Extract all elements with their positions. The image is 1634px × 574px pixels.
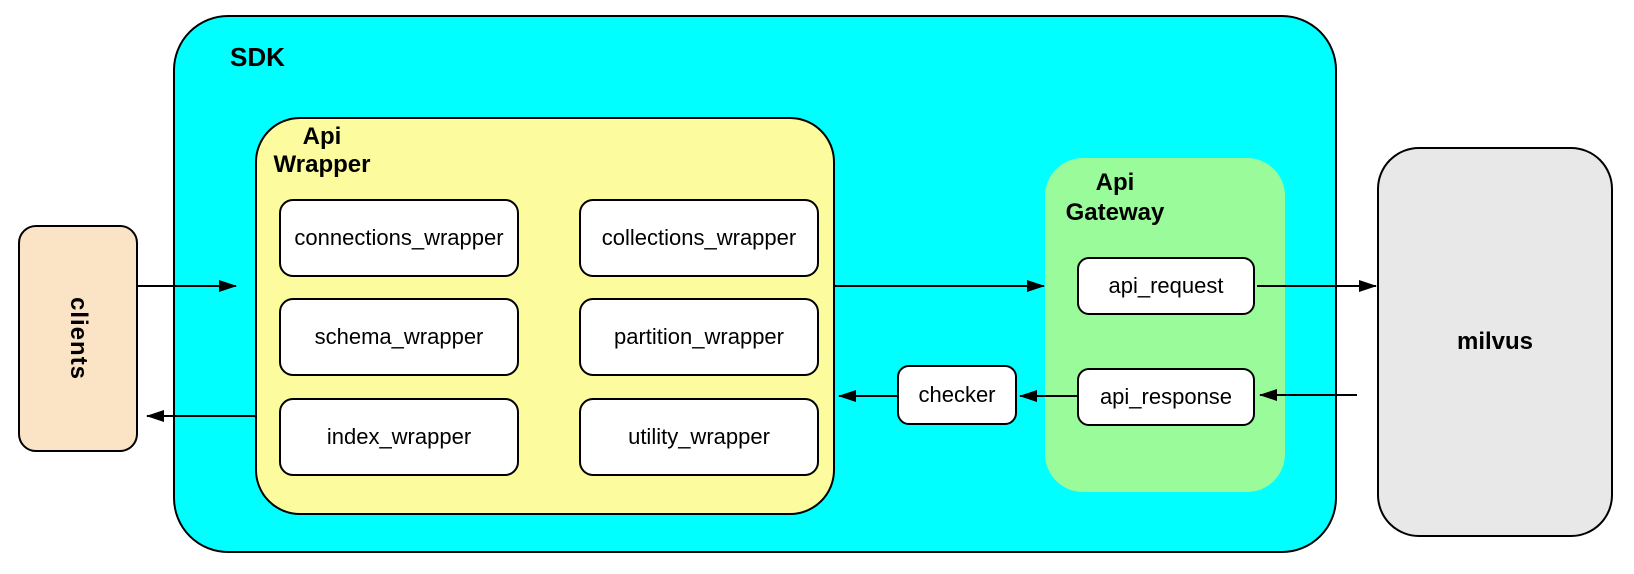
node-api-gateway: Api Gateway api_request api_response [1045, 158, 1285, 492]
node-milvus: milvus [1377, 147, 1613, 537]
node-index-wrapper: index_wrapper [279, 398, 519, 476]
node-connections-wrapper: connections_wrapper [279, 199, 519, 277]
sdk-label: SDK [230, 42, 285, 72]
api-wrapper-label: Api Wrapper [273, 123, 371, 178]
node-schema-wrapper: schema_wrapper [279, 298, 519, 376]
node-api-wrapper: Api Wrapper connections_wrapper collecti… [255, 117, 835, 515]
clients-label: clients [65, 296, 92, 381]
node-partition-wrapper: partition_wrapper [579, 298, 819, 376]
node-api-request: api_request [1077, 257, 1255, 315]
node-api-response: api_response [1077, 368, 1255, 426]
api-gateway-label: Api Gateway [1065, 169, 1165, 226]
node-collections-wrapper: collections_wrapper [579, 199, 819, 277]
node-clients: clients [18, 225, 138, 452]
node-checker: checker [897, 365, 1017, 425]
node-utility-wrapper: utility_wrapper [579, 398, 819, 476]
